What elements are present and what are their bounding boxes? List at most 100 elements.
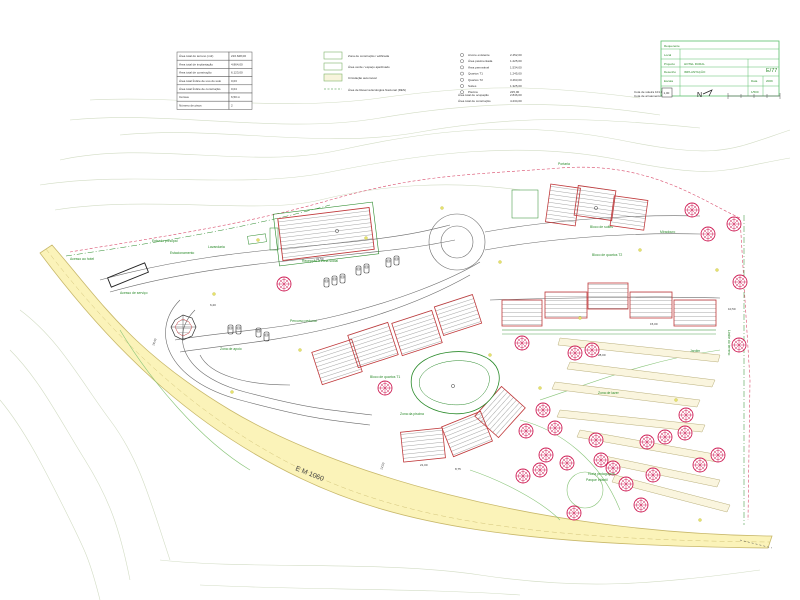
area-table-label: Área total do terreno (m2) — [179, 54, 213, 58]
annotation: Parque infantil — [586, 478, 608, 482]
crescent-block — [400, 385, 526, 463]
area-table-cell — [228, 100, 253, 110]
tree-icon — [731, 337, 747, 353]
annotation: Acesso ao hotel — [70, 257, 94, 261]
tree-icon — [732, 274, 748, 290]
area-table-label: Área total de construção — [179, 71, 212, 75]
annotation: Zona de apoio — [220, 347, 242, 351]
legend-swatch-building — [323, 51, 343, 60]
t1-block — [311, 294, 483, 386]
legend-swatch-road — [323, 73, 343, 82]
suites-block — [511, 183, 649, 231]
legend-symbol-icon — [460, 53, 464, 57]
north-arrow-icon — [702, 89, 713, 97]
internal-roads — [99, 213, 721, 426]
terraced-paths — [551, 337, 731, 513]
legend-symbol-value: 3.463,00 — [510, 78, 522, 82]
dimensions: 32,50 28,00 15,00 21,00 8,75 12,50 18,40… — [151, 257, 736, 471]
markers — [212, 206, 719, 522]
north-arrow: N — [697, 89, 713, 99]
legend-swatch-green — [323, 62, 343, 71]
legend-symbol-value: 1.225,00 — [510, 59, 522, 63]
levels-note: Cota de soleira 101.00 Cota de arruament… — [634, 87, 673, 98]
tree-icon — [538, 447, 554, 463]
gatehouse — [106, 262, 150, 288]
road: E M 1060 — [39, 244, 773, 549]
t2-row — [501, 282, 717, 335]
tree-icon — [584, 342, 600, 358]
area-table-label: Área total de implantação — [179, 62, 213, 66]
dimension-label: 18,40 — [151, 338, 157, 347]
area-table-label: Cércea — [179, 95, 189, 99]
area-table-value: 216.628,00 — [231, 54, 246, 58]
legend-total-label: Área total de construção — [458, 99, 491, 103]
tree-icon — [645, 467, 661, 483]
legend-symbol-icon — [460, 59, 464, 64]
legend-symbol-value: 2.452,00 — [510, 53, 522, 57]
tree-icon — [593, 452, 609, 468]
tree-icon — [566, 505, 582, 521]
annotation: Acesso de serviço — [120, 291, 148, 295]
tree-icon — [678, 407, 694, 423]
tree-icon — [559, 455, 575, 471]
area-table-label: Número de pisos — [179, 103, 202, 107]
legend-symbol-value: 1.534,00 — [510, 65, 522, 69]
dimension-label: 21,00 — [420, 463, 428, 467]
tree-icon — [692, 457, 708, 473]
boundary-tail — [739, 539, 773, 549]
pool — [410, 351, 500, 415]
area-table-value: 4.864,00 — [231, 62, 243, 66]
legend-symbol-value: 225,00 — [510, 90, 520, 94]
title-field-label: Desenho — [664, 70, 676, 74]
annotation: Jardim — [690, 349, 700, 353]
property-boundary — [65, 166, 751, 525]
dimension-label: 32,50 — [316, 257, 324, 261]
tree-icon — [567, 345, 583, 361]
legend-symbol-icon — [460, 77, 464, 82]
legend-symbol-label: Quartos T2 — [468, 78, 483, 82]
title-date-value: 2009 — [766, 79, 773, 83]
tree-icon — [700, 226, 716, 242]
title-block: Requerente Local Projecto HOTEL RURAL De… — [660, 40, 780, 97]
tree-icon — [535, 402, 551, 418]
level-line-2: Cota de arruamento 99.80 — [634, 94, 669, 98]
tree-icon — [276, 276, 292, 292]
legend-symbol-icon — [460, 84, 464, 88]
dimension-label: 6,20 — [210, 303, 216, 307]
tree-icon — [518, 423, 534, 439]
legend-symbol-value: 1.245,00 — [510, 72, 522, 76]
annotation: Lavandaria — [208, 245, 225, 249]
tree-icon — [588, 432, 604, 448]
legend: Zona de construção / edificada Área verd… — [323, 51, 406, 92]
annotations: Portaria Acesso ao hotel Entrada princip… — [70, 162, 731, 482]
dimension-label: 12,50 — [379, 462, 385, 471]
annotation: Portaria — [558, 162, 570, 166]
legend-symbol-label: Piscina — [468, 90, 478, 94]
buildings — [106, 183, 717, 463]
level-line-1: Cota de soleira 101.00 — [634, 90, 665, 94]
tree-icon — [618, 476, 634, 492]
service-building — [247, 227, 279, 251]
title-field-label: Projecto — [664, 62, 675, 66]
title-field-label: Escala — [664, 79, 673, 83]
tree-icon — [677, 425, 693, 441]
area-table-label: Área total Índice de construção — [179, 87, 221, 91]
annotation: Estacionamento — [170, 251, 194, 255]
title-date-label: Data — [751, 79, 758, 83]
tree-icon — [515, 468, 531, 484]
legend-label: Zona de construção / edificada — [348, 54, 389, 58]
contour-lines — [0, 87, 791, 600]
area-table-value: 6.123,00 — [231, 71, 243, 75]
level-box: 1,00 — [664, 91, 670, 95]
legend-symbol-label: Área permeável — [468, 65, 490, 69]
tree-icon — [377, 380, 393, 396]
annotation: Percurso pedonal — [290, 319, 317, 323]
area-table-value: 0,03 — [231, 79, 237, 83]
legend-label: Área verde / espaço ajardinado — [348, 65, 390, 69]
annotation: Recepção e zona social — [302, 259, 338, 263]
tree-icon — [633, 497, 649, 513]
legend-symbol-icon — [460, 71, 464, 76]
legend-total-value: 2.846,00 — [510, 93, 522, 97]
annotation: Entrada principal — [152, 239, 178, 243]
